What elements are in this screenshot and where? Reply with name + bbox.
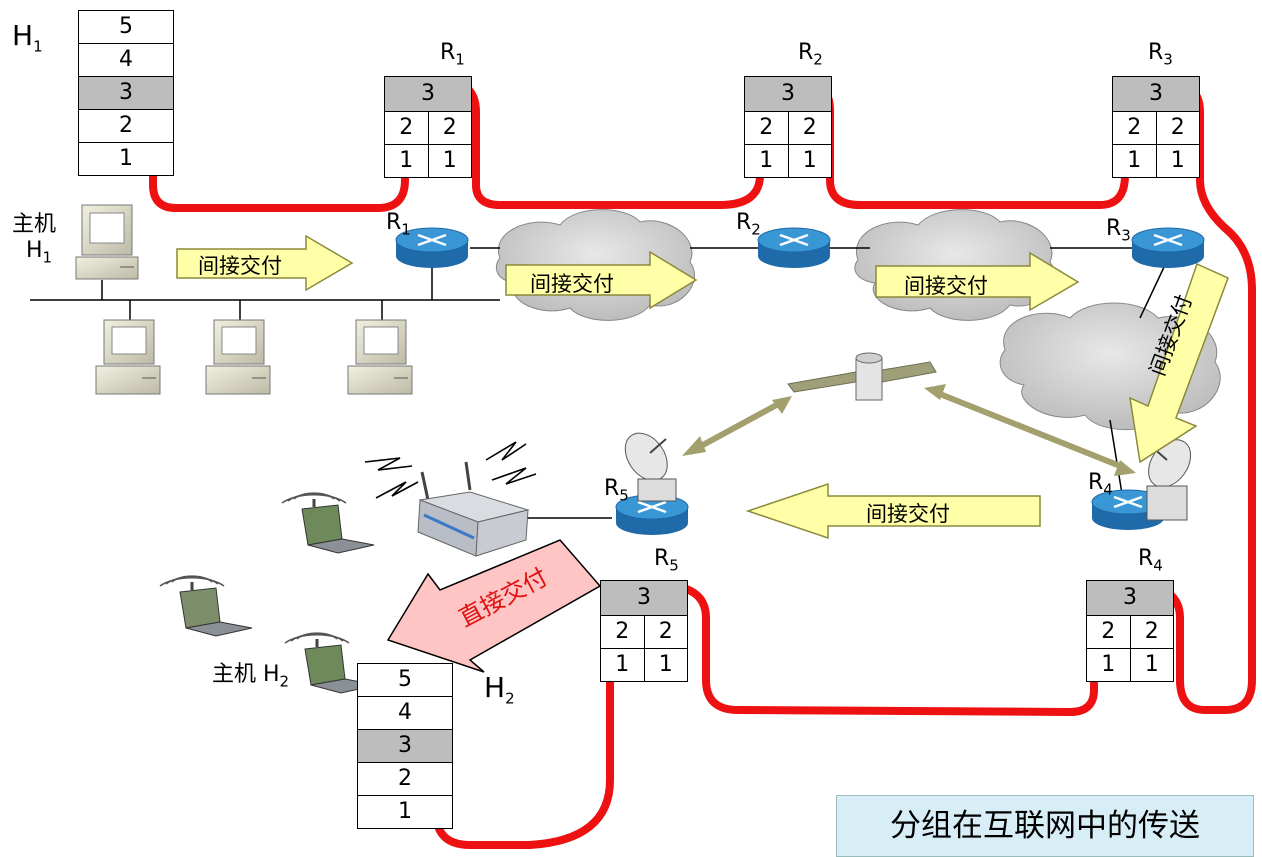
indirect-arrow-4 bbox=[1129, 262, 1229, 464]
router-r3-label: R3 bbox=[1106, 216, 1131, 245]
host-h2-label: H2 bbox=[484, 671, 515, 708]
computer-icon bbox=[75, 204, 139, 280]
indirect-arrow-1 bbox=[176, 234, 354, 292]
indirect-delivery-label-2: 间接交付 bbox=[530, 272, 614, 296]
satellite-icon bbox=[787, 352, 937, 401]
router-r1-stack-label: R1 bbox=[440, 40, 465, 69]
direct-delivery-arrow bbox=[386, 539, 602, 673]
computer-icon bbox=[205, 319, 271, 395]
router-r5-label: R5 bbox=[604, 476, 629, 505]
stack-layer: 5 bbox=[358, 664, 452, 697]
host-h1-label: H1 bbox=[12, 19, 43, 56]
indirect-delivery-label-3: 间接交付 bbox=[904, 274, 988, 298]
router-icon bbox=[757, 227, 831, 268]
laptop-icon bbox=[281, 492, 375, 554]
stack-layer: 1 bbox=[119, 146, 133, 171]
stack-layer: 5 bbox=[79, 11, 173, 44]
stack-layer: 4 bbox=[79, 44, 173, 77]
packet-path bbox=[149, 20, 1256, 849]
diagram-caption: 分组在互联网中的传送 bbox=[836, 795, 1254, 857]
indirect-arrow-5 bbox=[745, 482, 1041, 540]
router-icon bbox=[395, 227, 469, 268]
stack-layer: 2 bbox=[79, 110, 173, 143]
indirect-arrow-3 bbox=[875, 251, 1080, 312]
h1-protocol-stack: 5 4 3 2 1 bbox=[78, 10, 174, 176]
host-h1-caption: 主机 H1 bbox=[12, 212, 57, 267]
router-r1-label: R1 bbox=[386, 210, 411, 239]
stack-layer: 1 bbox=[398, 799, 412, 824]
satellite-link-left bbox=[682, 396, 792, 456]
router-icon bbox=[1091, 489, 1165, 530]
laptop-icon bbox=[159, 575, 253, 637]
cloud-2 bbox=[854, 209, 1055, 321]
router-r4-stack-label: R4 bbox=[1138, 546, 1163, 575]
indirect-delivery-label-5: 间接交付 bbox=[866, 502, 950, 526]
router-r2-label: R2 bbox=[736, 210, 761, 239]
stack-layer: 3 bbox=[358, 730, 452, 763]
router-r4-label: R4 bbox=[1088, 470, 1113, 499]
satellite-link-right bbox=[924, 384, 1136, 476]
wireless-access-point-icon bbox=[417, 461, 530, 557]
router-r5-stack-label: R5 bbox=[654, 546, 679, 575]
stack-layer: 2 bbox=[358, 763, 452, 796]
satellite-dish-icon bbox=[624, 432, 677, 502]
stack-layer: 4 bbox=[358, 697, 452, 730]
host-h2-caption: 主机 H2 bbox=[212, 662, 290, 691]
router-icon bbox=[1131, 227, 1205, 268]
wireless-signal-icon bbox=[364, 441, 537, 499]
indirect-arrow-2 bbox=[505, 250, 698, 310]
router-r3-stack-label: R3 bbox=[1148, 40, 1173, 69]
h2-protocol-stack: 5 4 3 2 1 bbox=[357, 663, 453, 829]
satellite-dish-icon bbox=[1146, 439, 1192, 521]
stack-layer: 3 bbox=[79, 77, 173, 110]
computer-icon bbox=[347, 319, 413, 395]
router-r2-stack-label: R2 bbox=[798, 40, 823, 69]
indirect-delivery-label-1: 间接交付 bbox=[198, 254, 282, 278]
computer-icon bbox=[95, 319, 161, 395]
